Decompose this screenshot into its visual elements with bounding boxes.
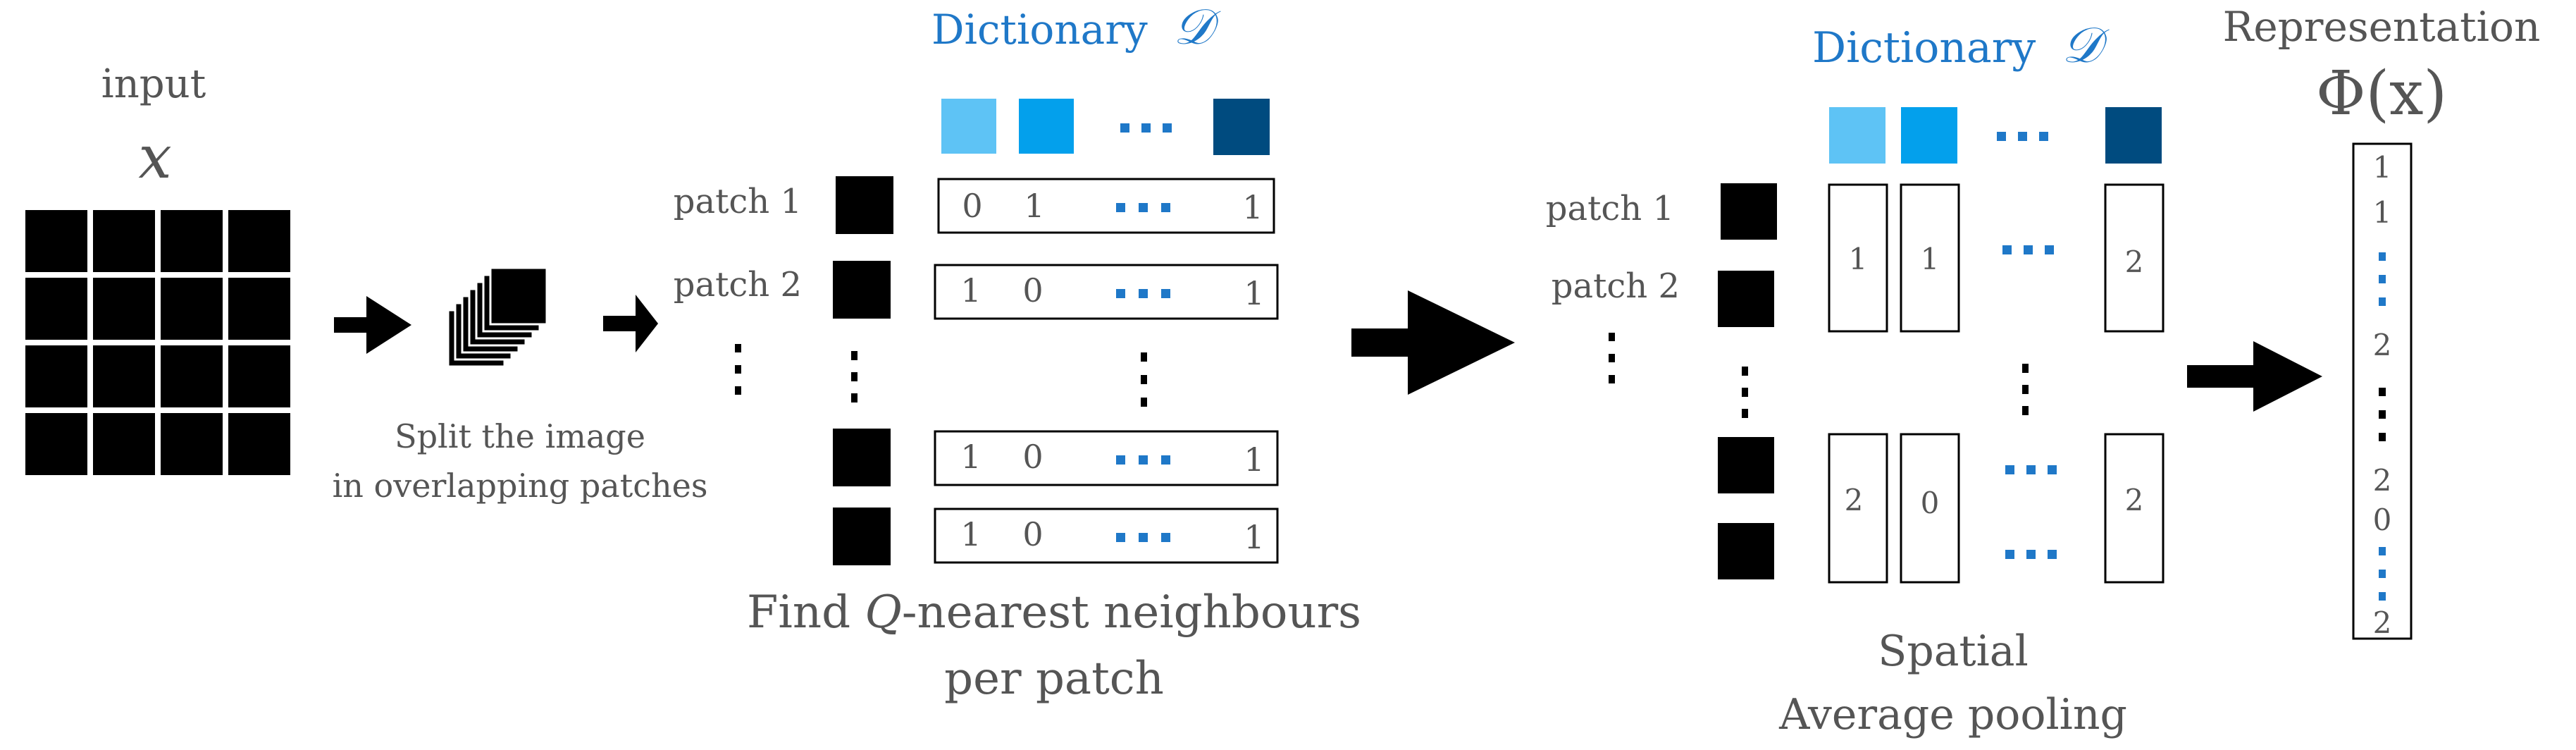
input-grid-cell (93, 345, 155, 407)
pool-dict-dots (1997, 132, 2048, 141)
pool-dict-symbol: 𝒟 (2062, 16, 2110, 74)
repr-val-3: 2 (2373, 328, 2392, 362)
input-grid-cell (93, 413, 155, 475)
pool-label-vdots (1609, 333, 1615, 383)
input-grid-cell (93, 210, 155, 272)
input-grid-cell (161, 278, 223, 340)
input-grid-cell (228, 413, 290, 475)
pool-column-vdots (2022, 364, 2029, 415)
pool-caption-line2: Average pooling (1778, 690, 2127, 739)
pool-top-val-last: 2 (2125, 245, 2144, 279)
pool-bottom-val-last: 2 (2125, 483, 2144, 517)
arrow-2 (603, 295, 658, 352)
arrow-1 (334, 296, 411, 354)
pool-top-row: 1 1 2 (1828, 183, 2165, 333)
knn-row-4-val-last: 1 (1244, 518, 1264, 556)
knn-patch-2-label: patch 2 (674, 265, 802, 305)
knn-row-1-val-1: 0 (962, 187, 982, 225)
arrow-3 (1351, 290, 1515, 395)
knn-caption-suffix: -nearest neighbours (902, 586, 1361, 639)
input-label: input (101, 61, 206, 107)
input-grid-cell (25, 413, 87, 475)
repr-val-2: 1 (2373, 195, 2392, 230)
knn-dict-symbol: 𝒟 (1173, 0, 1221, 56)
pool-patch-2-label: patch 2 (1552, 266, 1680, 306)
repr-val-4: 2 (2373, 463, 2392, 498)
pool-caption-line1: Spatial (1878, 627, 2029, 676)
pool-dict-title: Dictionary (1812, 23, 2036, 73)
pool-dict-atom-2 (1901, 107, 1957, 164)
knn-label-vdots (735, 344, 741, 395)
knn-caption-symbol: Q (865, 586, 901, 639)
pool-patch-squares (1718, 183, 1777, 579)
knn-row-1: 0 1 1 (937, 178, 1275, 234)
stacked-patch (489, 266, 548, 326)
input-grid-cell (228, 210, 290, 272)
repr-val-1: 1 (2373, 150, 2392, 185)
split-caption-line2: in overlapping patches (333, 467, 708, 505)
knn-row-4: 1 0 1 (934, 508, 1279, 564)
repr-title: Representation (2223, 3, 2541, 51)
knn-row-vdots (1141, 352, 1147, 407)
knn-row-1-val-last: 1 (1242, 188, 1263, 226)
knn-dict-atom-2 (1019, 99, 1074, 154)
knn-row-3-val-2: 0 (1022, 438, 1043, 476)
input-grid-cell (228, 278, 290, 340)
pool-dict-atom-1 (1829, 107, 1885, 164)
knn-patch-1-label: patch 1 (674, 182, 802, 221)
knn-dict-title-group: Dictionary 𝒟 (931, 0, 1221, 56)
repr-symbol: Φ(x) (2316, 59, 2447, 129)
knn-row-2-val-1: 1 (960, 271, 981, 309)
knn-row-3-val-last: 1 (1244, 441, 1264, 479)
input-symbol: x (138, 123, 171, 192)
knn-patch-squares (833, 176, 893, 565)
input-grid-cell (25, 278, 87, 340)
input-grid-cell (25, 345, 87, 407)
arrow-4 (2187, 341, 2322, 412)
knn-dict-atom-last (1213, 99, 1270, 155)
knn-dict-atom-1 (941, 99, 996, 154)
knn-row-2-val-last: 1 (1244, 274, 1264, 312)
pool-dict-title-group: Dictionary 𝒟 (1812, 16, 2110, 74)
knn-row-2-val-2: 0 (1022, 271, 1043, 309)
pool-dict-atom-last (2105, 107, 2162, 164)
input-grid-cell (161, 345, 223, 407)
split-caption-line1: Split the image (395, 417, 645, 455)
input-grid-cell (161, 210, 223, 272)
knn-caption-prefix: Find (747, 586, 865, 639)
pool-bottom-val-1: 2 (1845, 483, 1864, 517)
knn-dict-title: Dictionary (931, 6, 1148, 54)
pool-bottom-val-2: 0 (1921, 486, 1940, 520)
knn-row-4-val-2: 0 (1022, 515, 1043, 553)
repr-val-6: 2 (2373, 605, 2392, 640)
knn-caption-line2: per patch (944, 653, 1164, 705)
knn-row-2: 1 0 1 (934, 264, 1279, 320)
knn-row-3-val-1: 1 (960, 438, 981, 476)
pool-bottom-row: 2 0 2 (1828, 433, 2165, 584)
input-grid-cell (228, 345, 290, 407)
patch-stack-icon (447, 266, 548, 368)
pool-top-val-2: 1 (1921, 242, 1940, 276)
knn-row-4-val-1: 1 (960, 515, 981, 553)
input-grid-cell (25, 210, 87, 272)
pool-patch-1-label: patch 1 (1546, 189, 1674, 228)
knn-row-1-val-2: 1 (1024, 187, 1044, 225)
input-grid-cell (161, 413, 223, 475)
knn-square-vdots (851, 351, 857, 402)
knn-dict-dots (1120, 123, 1172, 133)
input-image-grid (25, 210, 290, 475)
knn-row-3: 1 0 1 (934, 430, 1279, 486)
input-grid-cell (93, 278, 155, 340)
repr-vector-values: 1 1 2 2 0 2 (2373, 150, 2392, 640)
pool-square-vdots (1742, 367, 1748, 418)
knn-caption-line1: Find Q-nearest neighbours (747, 586, 1361, 639)
pool-top-val-1: 1 (1849, 242, 1868, 276)
repr-val-5: 0 (2373, 503, 2392, 537)
